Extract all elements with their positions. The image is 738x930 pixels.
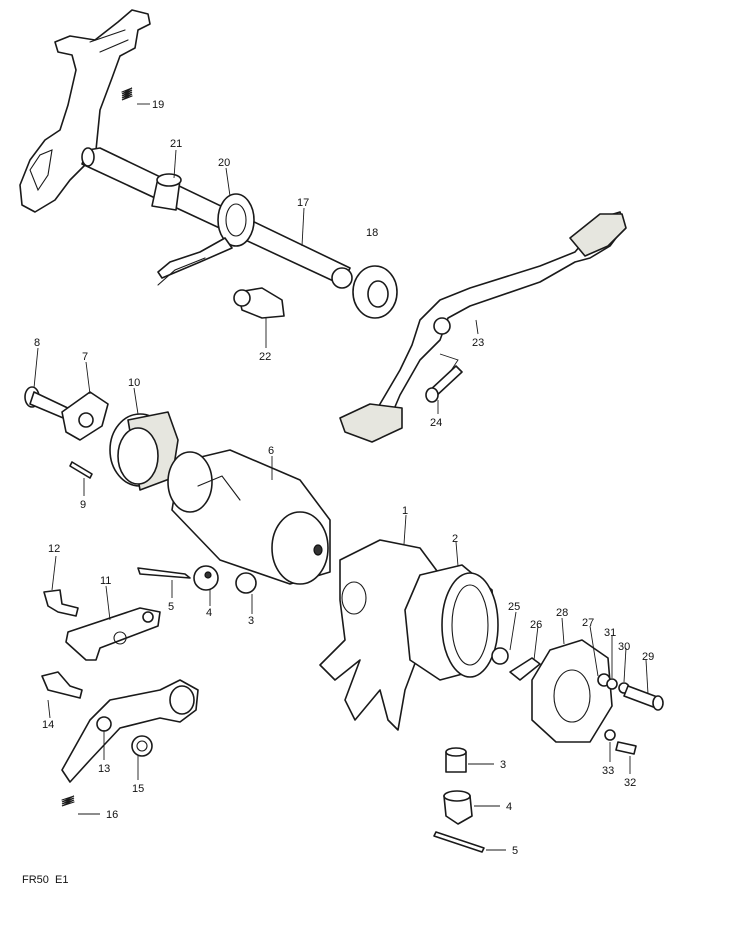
label-21: 21 [170, 138, 182, 150]
spring-19 [121, 87, 133, 101]
label-19: 19 [152, 99, 164, 111]
label-4-lower: 4 [506, 801, 512, 813]
spring-end [157, 257, 206, 286]
pin-22 [233, 287, 285, 319]
label-3-lower: 3 [500, 759, 506, 771]
label-11: 11 [100, 575, 111, 587]
label-32: 32 [624, 777, 636, 789]
housing-2 [404, 564, 499, 681]
label-31: 31 [604, 627, 616, 639]
label-22: 22 [259, 351, 271, 363]
bearing-18 [331, 265, 398, 319]
label-13: 13 [98, 763, 110, 775]
label-33: 33 [602, 765, 614, 777]
label-2: 2 [452, 533, 458, 545]
pin-26 [509, 657, 541, 681]
cotter-pin-5-lower [433, 831, 485, 853]
label-28: 28 [556, 607, 568, 619]
label-7: 7 [82, 351, 88, 363]
washer-15 [131, 735, 153, 757]
label-24: 24 [430, 417, 442, 429]
label-29: 29 [642, 651, 654, 663]
bearing-10 [109, 411, 179, 491]
ring-3-upper [235, 572, 257, 594]
cotter-pin-5-upper [137, 567, 191, 579]
reference-code: FR50 E1 [22, 874, 68, 886]
label-17: 17 [297, 197, 309, 209]
spring-16 [61, 795, 75, 807]
bolt-12 [43, 589, 79, 617]
gearshift-pedal-23 [339, 211, 627, 443]
pin-9 [69, 461, 93, 479]
label-15: 15 [132, 783, 144, 795]
shift-shaft [81, 147, 351, 286]
pin-4-lower [443, 790, 473, 825]
label-5-lower: 5 [512, 845, 518, 857]
pin-4-upper [193, 565, 219, 591]
label-18: 18 [366, 227, 378, 239]
label-12: 12 [48, 543, 60, 555]
label-14: 14 [42, 719, 54, 731]
label-16: 16 [106, 809, 118, 821]
collar-21 [151, 173, 182, 211]
label-6: 6 [268, 445, 274, 457]
washer-33 [604, 729, 616, 741]
oring-25 [491, 647, 509, 665]
bolt-29 [623, 685, 664, 711]
shift-drum-6 [167, 449, 331, 585]
ring-3-lower [445, 747, 467, 773]
bolt-24 [425, 353, 463, 403]
label-9: 9 [80, 499, 86, 511]
fork-20 [157, 193, 255, 279]
washer-7 [61, 391, 109, 441]
label-5-upper: 5 [168, 601, 174, 613]
label-27: 27 [582, 617, 594, 629]
label-10: 10 [128, 377, 140, 389]
label-20: 20 [218, 157, 230, 169]
cover-28 [531, 639, 613, 743]
label-30: 30 [618, 641, 630, 653]
leader-lines [33, 103, 649, 851]
arm-13 [61, 679, 199, 783]
plate-11 [65, 607, 161, 661]
label-8: 8 [34, 337, 40, 349]
label-3-upper: 3 [248, 615, 254, 627]
part-labels: 19 21 20 17 18 22 23 24 8 7 10 9 6 1 2 1… [34, 99, 654, 857]
label-26: 26 [530, 619, 542, 631]
bolt-14 [41, 671, 83, 699]
label-4-upper: 4 [206, 607, 212, 619]
washer-31 [606, 678, 618, 690]
screw-32 [615, 741, 637, 755]
label-23: 23 [472, 337, 484, 349]
label-1: 1 [402, 505, 408, 517]
label-25: 25 [508, 601, 520, 613]
